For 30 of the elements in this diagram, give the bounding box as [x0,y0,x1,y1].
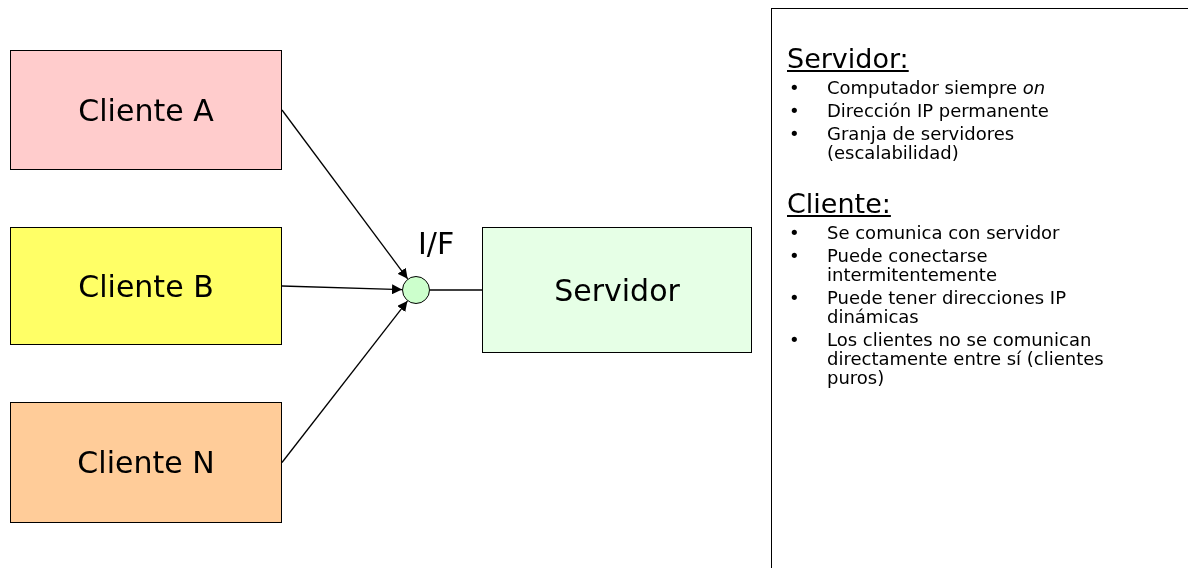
server-box [482,227,752,353]
section-heading: Servidor: [787,43,909,74]
bullet-text: Puede tener direcciones IP dinámicas [827,288,1068,326]
bullet-text: Granja de servidores (escalabilidad) [827,124,1016,162]
interface-circle [402,276,430,304]
bullet-text: Se comunica con servidor [827,223,1061,242]
notes-panel [771,8,1188,568]
connector-arrow [281,284,403,295]
connector-arrow [281,109,409,280]
bullet-text: Los clientes no se comunican directamente entre sí (clientes puros) [827,330,1105,387]
bullet-marker: • [788,78,801,97]
bullet-marker: • [788,223,801,242]
bullet-text: Dirección IP permanente [827,101,1050,120]
box-label: Cliente A [78,92,214,128]
client-box [10,402,282,523]
connector-arrow [281,300,409,464]
bullet-marker: • [788,288,801,310]
client-box [10,227,282,345]
bullet-text: Computador siempre on [827,78,1047,97]
box-label: Servidor [554,272,680,308]
client-box [10,50,282,170]
bullet-text: Puede conectarse intermitentemente [827,246,998,284]
bullet-marker: • [788,101,801,120]
bullet-marker: • [788,124,801,146]
section-heading: Cliente: [787,188,891,219]
box-label: Cliente N [77,445,215,480]
box-label: Cliente B [78,268,214,304]
bullet-marker: • [788,246,801,268]
bullet-marker: • [788,330,801,352]
interface-label: I/F [418,226,455,261]
